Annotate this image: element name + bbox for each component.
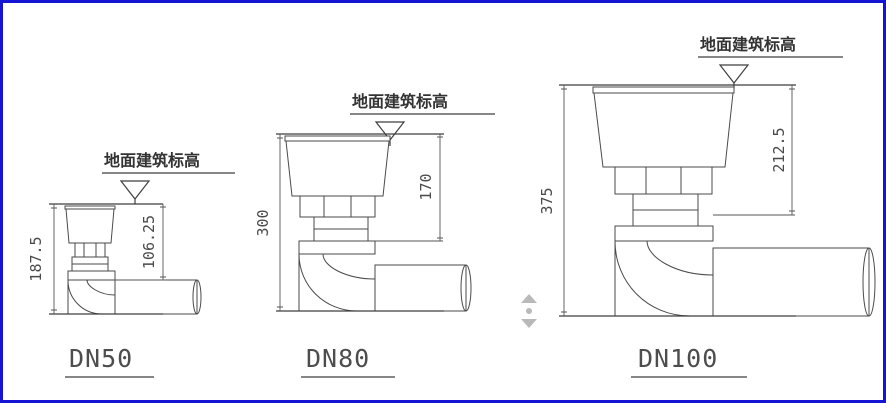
figure-title-dn80: DN80	[306, 344, 370, 373]
outlet-pipe-dn100	[712, 247, 870, 317]
elbow-inner-arc-dn100	[614, 240, 691, 317]
elevation-triangle-icon-dn80	[374, 121, 406, 141]
dim-value-375: 375	[538, 187, 556, 214]
outlet-pipe-dn50	[114, 279, 198, 315]
figure-dn50: 地面建筑标高 187.5 106.2	[27, 151, 235, 378]
pipe-end-ellipse-dn50	[192, 279, 202, 315]
figure-title-dn50: DN50	[69, 344, 133, 373]
elbow-bend-dn100	[614, 240, 714, 317]
drain-rim-dn100	[592, 86, 735, 94]
drain-neck-dn100	[614, 166, 713, 195]
drain-rim-dn80	[284, 135, 391, 142]
elevation-label-dn100: 地面建筑标高	[700, 35, 796, 54]
drain-rim-dn50	[64, 205, 116, 210]
dim-ticks-right-dn100	[789, 88, 795, 212]
elbow-collar-dn80	[298, 240, 376, 255]
drain-cup-dn80	[285, 140, 390, 197]
elbow-collar-dn100	[614, 225, 714, 242]
drain-neck-dn80	[299, 195, 376, 218]
elevation-label-dn50: 地面建筑标高	[104, 151, 200, 170]
drain-flange-upper-dn50	[71, 256, 109, 265]
drain-cup-dn50	[65, 208, 115, 244]
elevation-triangle-icon-dn100	[718, 64, 750, 84]
pipe-end-ellipse-dn80	[460, 264, 472, 312]
elevation-triangle-icon-dn50	[119, 180, 151, 200]
drain-neck-dn50	[74, 242, 106, 258]
drain-flange-lower-dn50	[71, 263, 109, 272]
elbow-bend-dn50	[67, 279, 116, 315]
dim-ticks-left-dn80	[277, 137, 283, 308]
dim-value-187-5: 187.5	[27, 236, 45, 281]
figure-dn100: 地面建筑标高 375 212.5 DN100	[538, 35, 876, 378]
dim-value-212-5: 212.5	[770, 127, 788, 172]
dim-ticks-left-dn50	[51, 207, 57, 311]
dim-ticks-left-dn100	[561, 88, 567, 313]
outlet-pipe-dn80	[374, 264, 467, 312]
technical-drawing-canvas: 地面建筑标高 187.5 106.2	[27, 35, 876, 378]
drain-flange-upper-dn80	[313, 216, 369, 230]
dim-value-170: 170	[417, 173, 435, 200]
dim-value-106-25: 106.25	[140, 215, 158, 269]
elevation-label-dn80: 地面建筑标高	[352, 92, 448, 111]
up-down-arrow-icon[interactable]	[521, 294, 537, 328]
pipe-end-ellipse-dn100	[862, 247, 876, 317]
elbow-bend-dn80	[298, 253, 376, 312]
drain-flange-upper-dn100	[632, 193, 699, 211]
figure-dn80: 地面建筑标高 300 170 DN80	[254, 92, 495, 378]
drain-flange-lower-dn100	[632, 209, 699, 227]
elbow-inner-arc-dn80	[298, 253, 358, 312]
dim-value-300: 300	[254, 209, 272, 236]
elbow-collar-dn50	[67, 270, 116, 281]
figure-title-dn100: DN100	[638, 344, 718, 373]
dim-ticks-right-dn50	[160, 206, 166, 278]
drain-flange-lower-dn80	[313, 228, 369, 242]
drain-cup-dn100	[593, 92, 734, 168]
dim-ticks-right-dn80	[437, 136, 443, 239]
